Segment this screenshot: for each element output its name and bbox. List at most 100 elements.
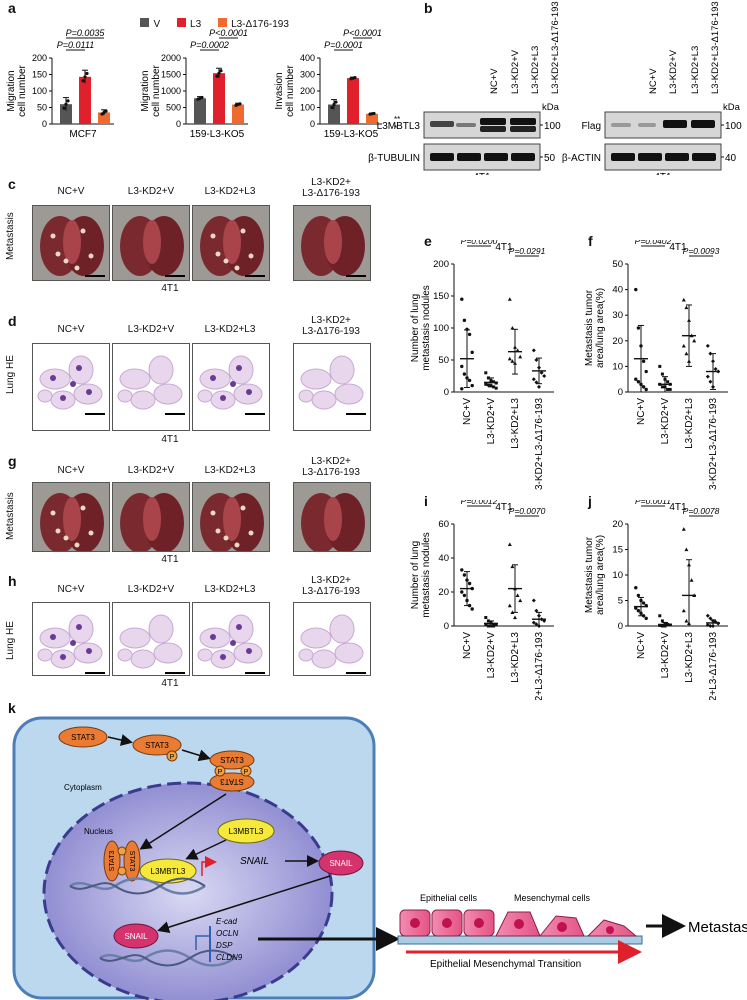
y-axis-label-line2: metastasis nodules [421, 532, 432, 618]
y-axis-label-line1: Migration [6, 70, 17, 111]
lung-photo-image [294, 206, 370, 280]
data-point [64, 102, 68, 106]
metastasis-nodule [88, 253, 94, 259]
header-h-2: L3-KD2+V [127, 584, 175, 595]
panel-label-i: i [424, 493, 428, 509]
metastasis-nodule [215, 251, 221, 257]
epithelial-label: Epithelial cells [420, 893, 478, 903]
y-tick-label: 10 [612, 570, 623, 581]
data-point [539, 370, 544, 375]
panel-label-e: e [424, 233, 432, 249]
data-point [104, 109, 108, 113]
tumor-focus [86, 648, 92, 654]
photo-g-1 [32, 482, 110, 552]
blot-caption: 4T1 [654, 172, 672, 175]
data-point [507, 603, 512, 608]
tumor-focus [70, 381, 76, 387]
panel-label-j: j [588, 493, 592, 509]
photo-h-4 [293, 602, 371, 676]
data-point [534, 622, 539, 627]
data-point [462, 573, 467, 577]
arrow-stat3-phos [107, 734, 133, 746]
tumor-focus [246, 648, 252, 654]
stat3-label-3: STAT3 [220, 756, 244, 765]
tumor-focus [236, 365, 242, 371]
snail-gene-label: SNAIL [240, 856, 269, 867]
histology-image [294, 603, 370, 675]
tumor-focus [220, 654, 226, 660]
tumor-focus [70, 640, 76, 646]
y-tick-label: 0 [310, 119, 315, 129]
protein-band [484, 153, 508, 161]
metastasis-nodule [50, 233, 56, 239]
tumor-focus [86, 389, 92, 395]
data-point [507, 356, 512, 361]
protein-band [511, 153, 535, 161]
tumor-focus [236, 624, 242, 630]
metastasis-nodule [210, 510, 216, 516]
chart-title: 4T1 [495, 242, 513, 253]
header-g-4: L3-KD2+ L3-Δ176-193 [302, 456, 360, 478]
blot-caption: 4T1 [473, 172, 491, 175]
photo-g-4 [293, 482, 371, 552]
chart-title: 4T1 [669, 242, 687, 253]
x-tick-label: L3-KD2+L3-Δ176-193 [708, 632, 719, 700]
bar [79, 76, 91, 124]
p-value-label: P=0.0093 [683, 246, 720, 256]
caption-h: 4T1 [161, 678, 179, 689]
data-point [353, 76, 357, 80]
mesenchymal-cells [495, 911, 638, 937]
metastasis-nodule [74, 265, 80, 271]
lung-center [223, 497, 241, 541]
p-value-label: P=0.0291 [509, 246, 546, 256]
data-point [460, 297, 464, 301]
data-point [462, 372, 467, 376]
data-point [537, 384, 541, 389]
snail-label-2: SNAIL [124, 932, 148, 941]
header-c-3: L3-KD2+L3 [204, 186, 256, 197]
lung-center [63, 220, 81, 264]
header-g-3: L3-KD2+L3 [204, 465, 256, 476]
snail-label-1: SNAIL [329, 859, 353, 868]
tissue-section [117, 648, 133, 662]
tissue-section [153, 642, 183, 664]
data-point [467, 581, 472, 586]
protein-band [638, 123, 656, 127]
tissue-section [298, 648, 314, 662]
x-tick-label: L3-KD2+L3-Δ176-193 [534, 632, 545, 700]
y-tick-label: 1000 [161, 86, 181, 96]
phospho-label-2: P [218, 769, 223, 776]
header-d-2: L3-KD2+V [127, 324, 175, 335]
protein-band [430, 121, 454, 127]
data-point [460, 387, 464, 391]
snail-protein-cytoplasm: SNAIL [318, 850, 364, 876]
data-point [681, 343, 686, 348]
x-axis-label: 159-L3-KO5 [190, 129, 245, 140]
data-point [62, 106, 66, 110]
data-point [681, 527, 686, 531]
caption-c: 4T1 [161, 283, 179, 294]
data-point [531, 348, 536, 353]
data-point [689, 578, 694, 582]
data-point [668, 387, 672, 391]
y-tick-label: 50 [612, 259, 623, 270]
photo-c-1 [32, 205, 110, 281]
data-point [372, 111, 376, 116]
data-point [513, 615, 517, 620]
tissue-section [334, 383, 364, 405]
tumor-focus [50, 375, 56, 381]
bar [347, 78, 359, 124]
y-tick-label: 20 [438, 587, 449, 598]
l3mbtl3-label-1: L3MBTL3 [229, 827, 264, 836]
y-tick-label: 50 [438, 355, 449, 366]
metastasis-nodule [80, 228, 86, 234]
tissue-section [153, 383, 183, 405]
data-point [684, 618, 689, 623]
promoter-arrow-snail [201, 856, 217, 876]
bar [98, 112, 110, 124]
tissue-section [298, 389, 314, 403]
data-point [462, 593, 467, 598]
